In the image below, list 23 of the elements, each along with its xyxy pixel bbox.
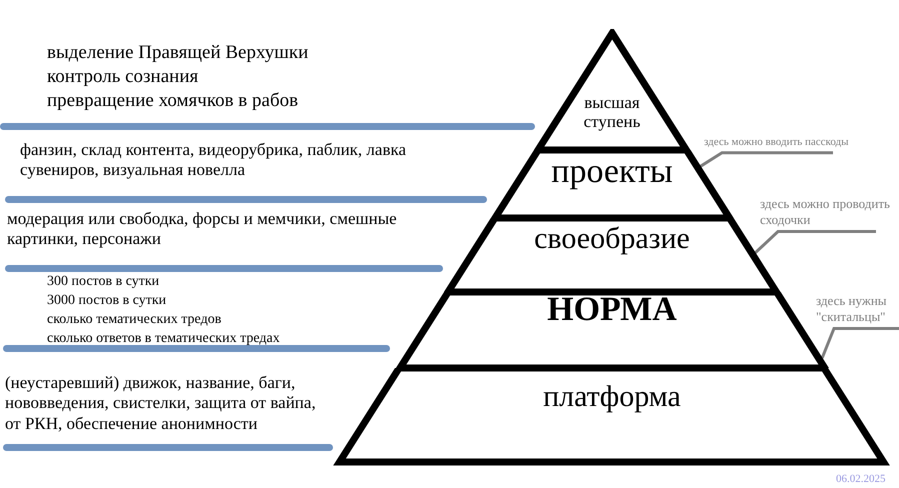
annotation-text: здесь нужны "скитальцы" (816, 293, 896, 326)
annotation-text: здесь можно проводить сходочки (760, 196, 895, 228)
leader-line (820, 327, 899, 359)
list-item: 300 постов в сутки (47, 274, 160, 291)
pyramid-tier (532, 29, 692, 150)
note-text: модерация или свободка, форсы и мемчики, смешные картинки, персонажи (7, 209, 398, 250)
tier-label: платформа (542, 380, 682, 412)
leader-line (754, 230, 876, 254)
leader-line (700, 151, 833, 168)
list-item: контроль сознания (47, 66, 200, 89)
list-item: сколько ответов в тематических тредах (47, 331, 281, 348)
list-item: выделение Правящей Верхушки (47, 42, 310, 65)
annotation-text: здесь можно вводить пасскоды (704, 136, 864, 150)
date-text: 06.02.2025 (836, 473, 886, 486)
list-item: 3000 постов в сутки (47, 293, 168, 310)
pyramid-tier (332, 368, 892, 466)
tier-label: проекты (550, 153, 674, 191)
list-item: сколько тематических тредов (47, 312, 222, 329)
note-text: (неустаревший) движок, название, баги, нововведения, свистелки, защита от вайпа, от РКН, обеспечение анонимности (5, 373, 317, 434)
tier-label: высшая ступень (582, 94, 642, 132)
pyramid-tier (490, 150, 734, 218)
list-item: превращение хомячков в рабов (47, 90, 300, 113)
note-text: фанзин, склад контента, видеорубрика, паблик, лавка сувениров, визуальная новелла (20, 140, 408, 181)
